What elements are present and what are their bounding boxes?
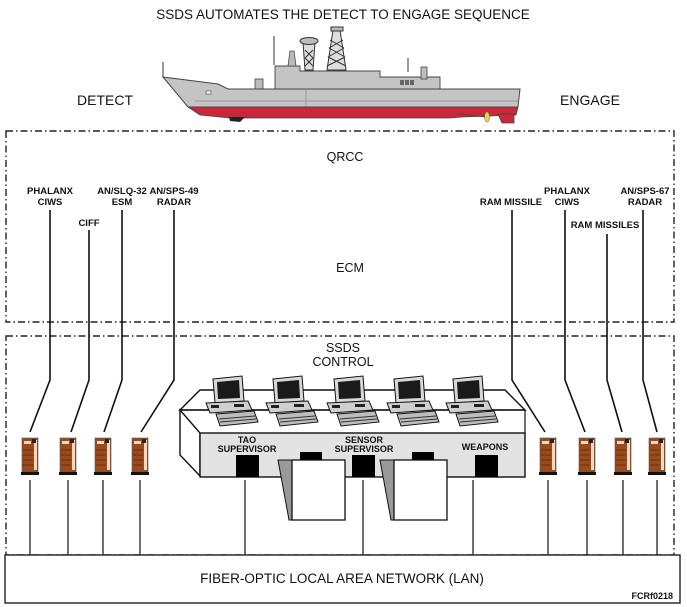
console-label-tao-l1: TAO — [238, 435, 256, 445]
equipment-cabinet — [131, 437, 149, 475]
equipment-cabinet — [614, 437, 632, 475]
ecm-label: ECM — [336, 261, 364, 275]
workstation-computer — [265, 375, 319, 427]
wire-sps49 — [140, 210, 175, 433]
workstation-computer — [326, 375, 380, 427]
ssds-control-label-line1: SSDS — [326, 341, 360, 355]
engage-label: ENGAGE — [560, 92, 620, 108]
sensor-label-slq32-l2: ESM — [112, 197, 133, 208]
lan-bus — [4, 554, 681, 604]
console-drawer — [352, 455, 375, 477]
equipment-cabinet — [94, 437, 112, 475]
console-label-weapons: WEAPONS — [462, 442, 509, 452]
workstation-computer — [386, 375, 440, 427]
ssds-console-desk — [178, 389, 527, 521]
lan-drops — [29, 480, 658, 555]
diagram-title: SSDS AUTOMATES THE DETECT TO ENGAGE SEQU… — [156, 7, 530, 22]
wire-sps67 — [642, 210, 658, 433]
wire-ram-missiles — [606, 234, 623, 433]
sensor-label-ciff: CIFF — [78, 218, 99, 229]
sensor-wires — [29, 210, 658, 433]
sensor-label-phalanx-left-l1: PHALANX — [27, 186, 74, 197]
sensor-label-phalanx-left-l2: CIWS — [38, 197, 63, 208]
sensor-label-sps67-l1: AN/SPS-67 — [620, 186, 669, 197]
equipment-cabinets — [21, 437, 666, 475]
console-computers — [205, 375, 499, 427]
console-label-sensor-l1: SENSOR — [345, 435, 384, 445]
console-label-sensor-l2: SUPERVISOR — [335, 444, 394, 454]
detect-label: DETECT — [77, 92, 133, 108]
ssds-control-label-line2: CONTROL — [312, 355, 373, 369]
sensor-label-ram-missiles: RAM MISSILES — [571, 220, 640, 231]
qrcc-zone — [5, 130, 675, 323]
console-drawer — [475, 455, 498, 477]
equipment-cabinet — [21, 437, 39, 475]
sensor-label-slq32-l1: AN/SLQ-32 — [97, 186, 147, 197]
wire-slq32 — [103, 210, 123, 433]
figure-id: FCRf0218 — [631, 591, 673, 601]
sensor-label-phalanx-right-l2: CIWS — [555, 197, 580, 208]
wire-phalanx-left — [29, 210, 51, 433]
sensor-label-phalanx-right-l1: PHALANX — [544, 186, 591, 197]
qrcc-label: QRCC — [327, 150, 364, 164]
wire-phalanx-right — [564, 210, 586, 433]
workstation-computer — [445, 375, 499, 427]
sensor-label-ram-missile: RAM MISSILE — [480, 197, 542, 208]
equipment-cabinet — [539, 437, 557, 475]
console-drawer — [236, 455, 259, 477]
console-label-tao-l2: SUPERVISOR — [218, 444, 277, 454]
sensor-label-sps49-l1: AN/SPS-49 — [149, 186, 198, 197]
wire-ram-missile — [511, 210, 546, 433]
lan-label: FIBER-OPTIC LOCAL AREA NETWORK (LAN) — [200, 571, 484, 586]
ship-illustration — [161, 26, 521, 124]
equipment-cabinet — [59, 437, 77, 475]
equipment-cabinet — [648, 437, 666, 475]
equipment-cabinet — [578, 437, 596, 475]
sensor-label-sps49-l2: RADAR — [157, 197, 191, 208]
workstation-computer — [205, 375, 259, 427]
sensor-label-sps67-l2: RADAR — [628, 197, 662, 208]
wire-ciff — [70, 230, 90, 433]
